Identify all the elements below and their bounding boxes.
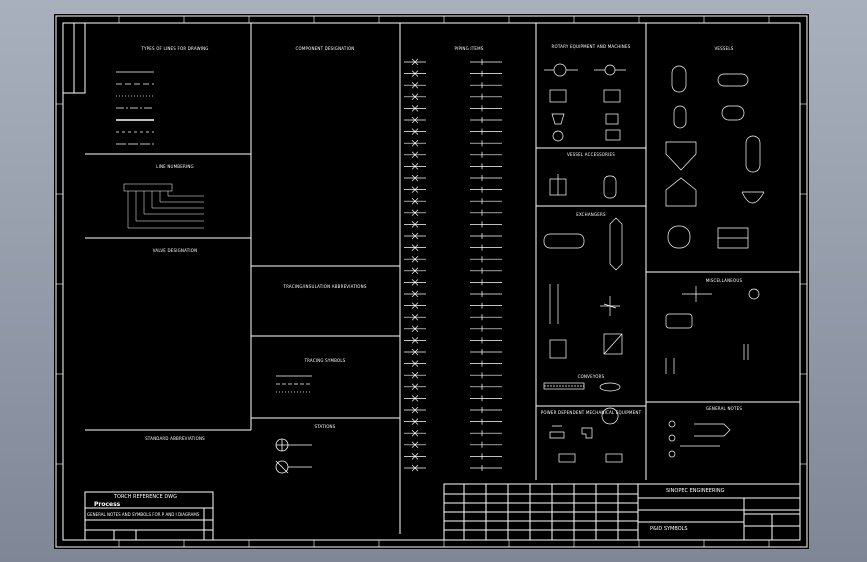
piping-symbol [404, 406, 502, 414]
piping-symbol [404, 209, 502, 217]
piping-symbol [404, 348, 502, 356]
piping-symbol [404, 441, 502, 449]
piping-symbol [404, 93, 502, 101]
piping-symbol [404, 290, 502, 298]
piping-symbol [404, 105, 502, 112]
section-title-stations: STATIONS [314, 424, 336, 429]
piping-symbol [404, 70, 502, 77]
drawing-sheet: TYPES OF LINES FOR DRAWING LINE NUMBERIN… [54, 14, 809, 549]
company-name: SINOPEC ENGINEERING [666, 488, 725, 494]
section-title-exchangers: EXCHANGERS [576, 212, 606, 217]
drawing-frame [55, 15, 808, 548]
section-title-vessel-accessories: VESSEL ACCESSORIES [566, 152, 615, 157]
piping-symbol [404, 464, 502, 472]
piping-symbol [404, 302, 502, 309]
process-label: Process [94, 501, 121, 508]
piping-symbol [404, 139, 502, 147]
section-title-rotary: ROTARY EQUIPMENT AND MACHINES [551, 44, 631, 49]
project-name: P&ID SYMBOLS [650, 526, 688, 532]
piping-symbol [404, 313, 502, 321]
piping-symbol [404, 81, 502, 89]
section-title-lines: TYPES OF LINES FOR DRAWING [141, 46, 209, 51]
section-title-components: COMPONENT DESIGNATION [295, 46, 355, 51]
section-title-abbreviations: STANDARD ABBREVIATIONS [145, 436, 205, 441]
piping-symbol [404, 267, 502, 275]
piping-symbol [404, 151, 502, 159]
piping-symbol [404, 128, 502, 135]
section-title-insulation: TRACING/INSULATION ABBREVIATIONS [283, 284, 367, 289]
section-title-miscellaneous: MISCELLANEOUS [705, 278, 743, 283]
section-title-line-numbering: LINE NUMBERING [156, 164, 194, 169]
piping-symbol [404, 371, 502, 379]
piping-symbol [404, 221, 502, 228]
section-title-vessels: VESSELS [714, 46, 734, 51]
piping-symbol [404, 337, 502, 344]
piping-symbol [404, 244, 502, 251]
piping-symbol [404, 418, 502, 425]
section-title-mechanical: POWER DEPENDENT MECHANICAL EQUIPMENT [540, 410, 642, 415]
piping-symbol [404, 58, 502, 66]
piping-symbol [404, 255, 502, 263]
section-title-valves: VALVE DESIGNATION [152, 248, 198, 253]
piping-symbol [404, 325, 502, 333]
piping-symbol [404, 163, 502, 170]
piping-symbol [404, 453, 502, 460]
section-title-piping: PIPING ITEMS [454, 46, 484, 51]
section-title-conveyors: CONVEYORS [577, 374, 605, 379]
piping-symbol [404, 395, 502, 402]
piping-symbol [404, 232, 502, 240]
section-title-general: GENERAL NOTES [705, 406, 743, 411]
drawing-title: GENERAL NOTES AND SYMBOLS FOR P AND I DI… [87, 512, 200, 517]
stamp-text: TORCH REFERENCE DWG [114, 494, 178, 500]
piping-symbol [404, 279, 502, 286]
section-title-tracing: TRACING SYMBOLS [304, 358, 346, 363]
piping-symbol [404, 116, 502, 124]
piping-symbol [404, 186, 502, 193]
piping-symbol [404, 197, 502, 205]
piping-symbol [404, 383, 502, 391]
piping-symbol [404, 174, 502, 182]
piping-symbol [404, 429, 502, 437]
piping-symbol [404, 360, 502, 367]
